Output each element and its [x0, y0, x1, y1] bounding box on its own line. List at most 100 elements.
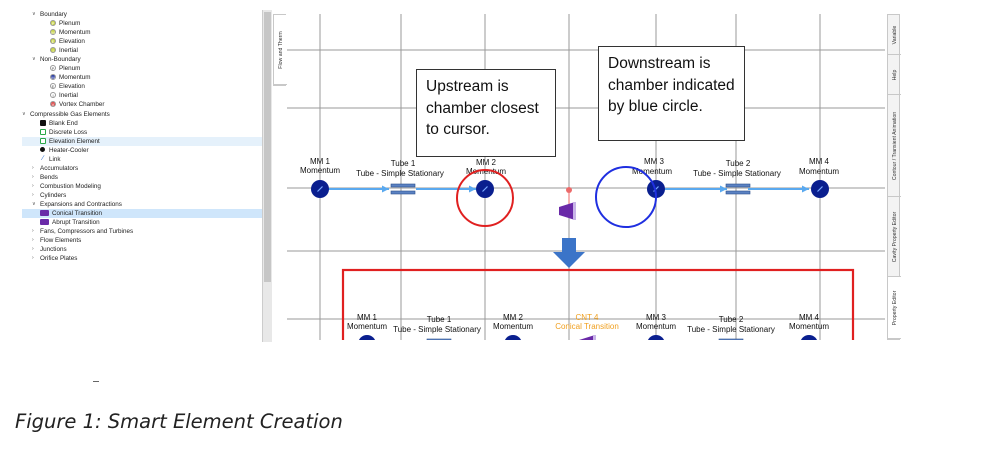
chamber-icon: I	[50, 47, 56, 54]
tree-item[interactable]: Heater-Cooler	[22, 146, 262, 155]
tab-label: Contour / Transient Animation	[891, 111, 898, 180]
result-conical-transition[interactable]	[579, 335, 595, 340]
tree-item[interactable]: › Combustion Modeling	[22, 182, 262, 191]
mm1-name: MM 1	[310, 157, 331, 166]
tree-item-label: Inertial	[59, 92, 78, 100]
chamber-icon: I	[50, 92, 56, 99]
result-mm3-name: MM 3	[646, 313, 667, 322]
tree-item[interactable]: Abrupt Transition	[22, 218, 262, 227]
tree-item[interactable]: › Accumulators	[22, 164, 262, 173]
tab-cavity-property-editor[interactable]: Cavity Property Editor	[888, 197, 901, 277]
downstream-callout: Downstream is chamber indicated by blue …	[598, 46, 745, 141]
tree-item[interactable]: ›Fans, Compressors and Turbines	[22, 227, 262, 236]
tree-item-label: Elevation	[59, 83, 85, 91]
tree-item[interactable]: ∨Non-Boundary	[22, 55, 262, 64]
tree-scrollbar[interactable]	[262, 10, 272, 342]
chamber-icon: P	[50, 20, 56, 27]
tree-item[interactable]: Discrete Loss	[22, 128, 262, 137]
node-glyph	[317, 186, 323, 192]
tree-item[interactable]: ∨Compressible Gas Elements	[22, 110, 262, 119]
tree-item[interactable]: › Bends	[22, 173, 262, 182]
tree-item[interactable]: ∕Link	[22, 155, 262, 164]
result-tube2-element[interactable]	[718, 338, 744, 340]
tree-item[interactable]: ›Flow Elements	[22, 236, 262, 245]
tree-scrollbar-thumb[interactable]	[264, 12, 271, 282]
mm2-name: MM 2	[476, 158, 497, 167]
link-icon: ∕	[42, 154, 44, 162]
tube2-type: Tube - Simple Stationary	[693, 169, 781, 178]
tree-item[interactable]: Elevation Element	[22, 136, 262, 146]
chevron-right-icon[interactable]: ›	[32, 164, 34, 171]
chevron-right-icon[interactable]: ›	[32, 173, 34, 180]
chevron-down-icon[interactable]: ∨	[32, 56, 36, 63]
chevron-down-icon[interactable]: ∨	[22, 110, 26, 117]
result-tube1-element[interactable]	[426, 338, 452, 340]
tree-item[interactable]: ›Junctions	[22, 245, 262, 254]
result-tube2-type: Tube - Simple Stationary	[687, 325, 775, 334]
tube2-element[interactable]	[725, 183, 751, 188]
tree-marker	[93, 381, 99, 382]
chevron-down-icon[interactable]: ∨	[32, 11, 36, 17]
tree-item[interactable]: ∨ Expansions and Contractions	[22, 200, 262, 209]
chevron-right-icon[interactable]: ›	[32, 255, 34, 262]
tree-item-label: Boundary	[40, 11, 67, 18]
tube1-type: Tube - Simple Stationary	[356, 169, 444, 178]
tube1-element-lower	[390, 190, 416, 195]
mm4-name: MM 4	[809, 157, 830, 166]
tree-item[interactable]: Blank End	[22, 119, 262, 128]
tree-item-label: Accumulators	[40, 164, 79, 172]
chevron-right-icon[interactable]: ›	[32, 191, 34, 198]
tab-contour-transient[interactable]: Contour / Transient Animation	[888, 95, 901, 197]
tab-property-editor[interactable]: Property Editor	[888, 277, 901, 339]
result-mm3-node[interactable]	[647, 335, 665, 340]
tree-item[interactable]: Conical Transition	[22, 209, 262, 219]
tab-label: Variable	[891, 25, 898, 44]
tree-item-label: Conical Transition	[52, 210, 103, 218]
tree-item-label: Discrete Loss	[49, 128, 88, 136]
result-mm4-node[interactable]	[800, 335, 818, 340]
tab-variable[interactable]: Variable	[888, 15, 901, 55]
tree-item-label: Expansions and Contractions	[40, 200, 122, 208]
chevron-right-icon[interactable]: ›	[32, 246, 34, 253]
chevron-right-icon[interactable]: ›	[32, 228, 34, 235]
node-glyph	[482, 186, 488, 192]
result-mm1-node[interactable]	[358, 335, 376, 340]
tree-item[interactable]: ›Cylinders	[22, 191, 262, 200]
downstream-indicator-circle	[595, 166, 657, 228]
mm3-type: Momentum	[632, 167, 672, 176]
heater-cooler-icon	[40, 146, 45, 152]
tree-item[interactable]: › Orifice Plates	[22, 254, 262, 263]
mm1-type: Momentum	[300, 166, 340, 175]
tree-item-label: Orifice Plates	[40, 255, 78, 263]
result-mm2-node[interactable]	[504, 335, 522, 340]
chevron-down-icon[interactable]: ∨	[32, 200, 36, 207]
chevron-right-icon[interactable]: ›	[32, 237, 34, 244]
tab-help[interactable]: Help	[888, 55, 901, 95]
tree-item-label: Blank End	[49, 119, 78, 127]
tab-label: Flow and Therm	[277, 30, 284, 69]
tree-item-label: Momentum	[59, 29, 91, 37]
tree-item-label: Combustion Modeling	[40, 182, 101, 190]
tree-item-label: Bends	[40, 173, 58, 181]
dragged-conical-transition[interactable]	[559, 202, 575, 220]
result-tube1-name: Tube 1	[427, 315, 452, 324]
node-glyph	[817, 186, 823, 192]
tube1-element[interactable]	[390, 183, 416, 188]
tree-item[interactable]: ∨ Boundary	[22, 10, 262, 19]
pipe-mm3-tube2-arrow	[720, 185, 727, 193]
tab-flow-and-therm[interactable]: Flow and Therm	[274, 15, 287, 85]
chevron-right-icon[interactable]: ›	[32, 182, 34, 189]
pipe-tube2-mm4-arrow	[802, 185, 809, 193]
